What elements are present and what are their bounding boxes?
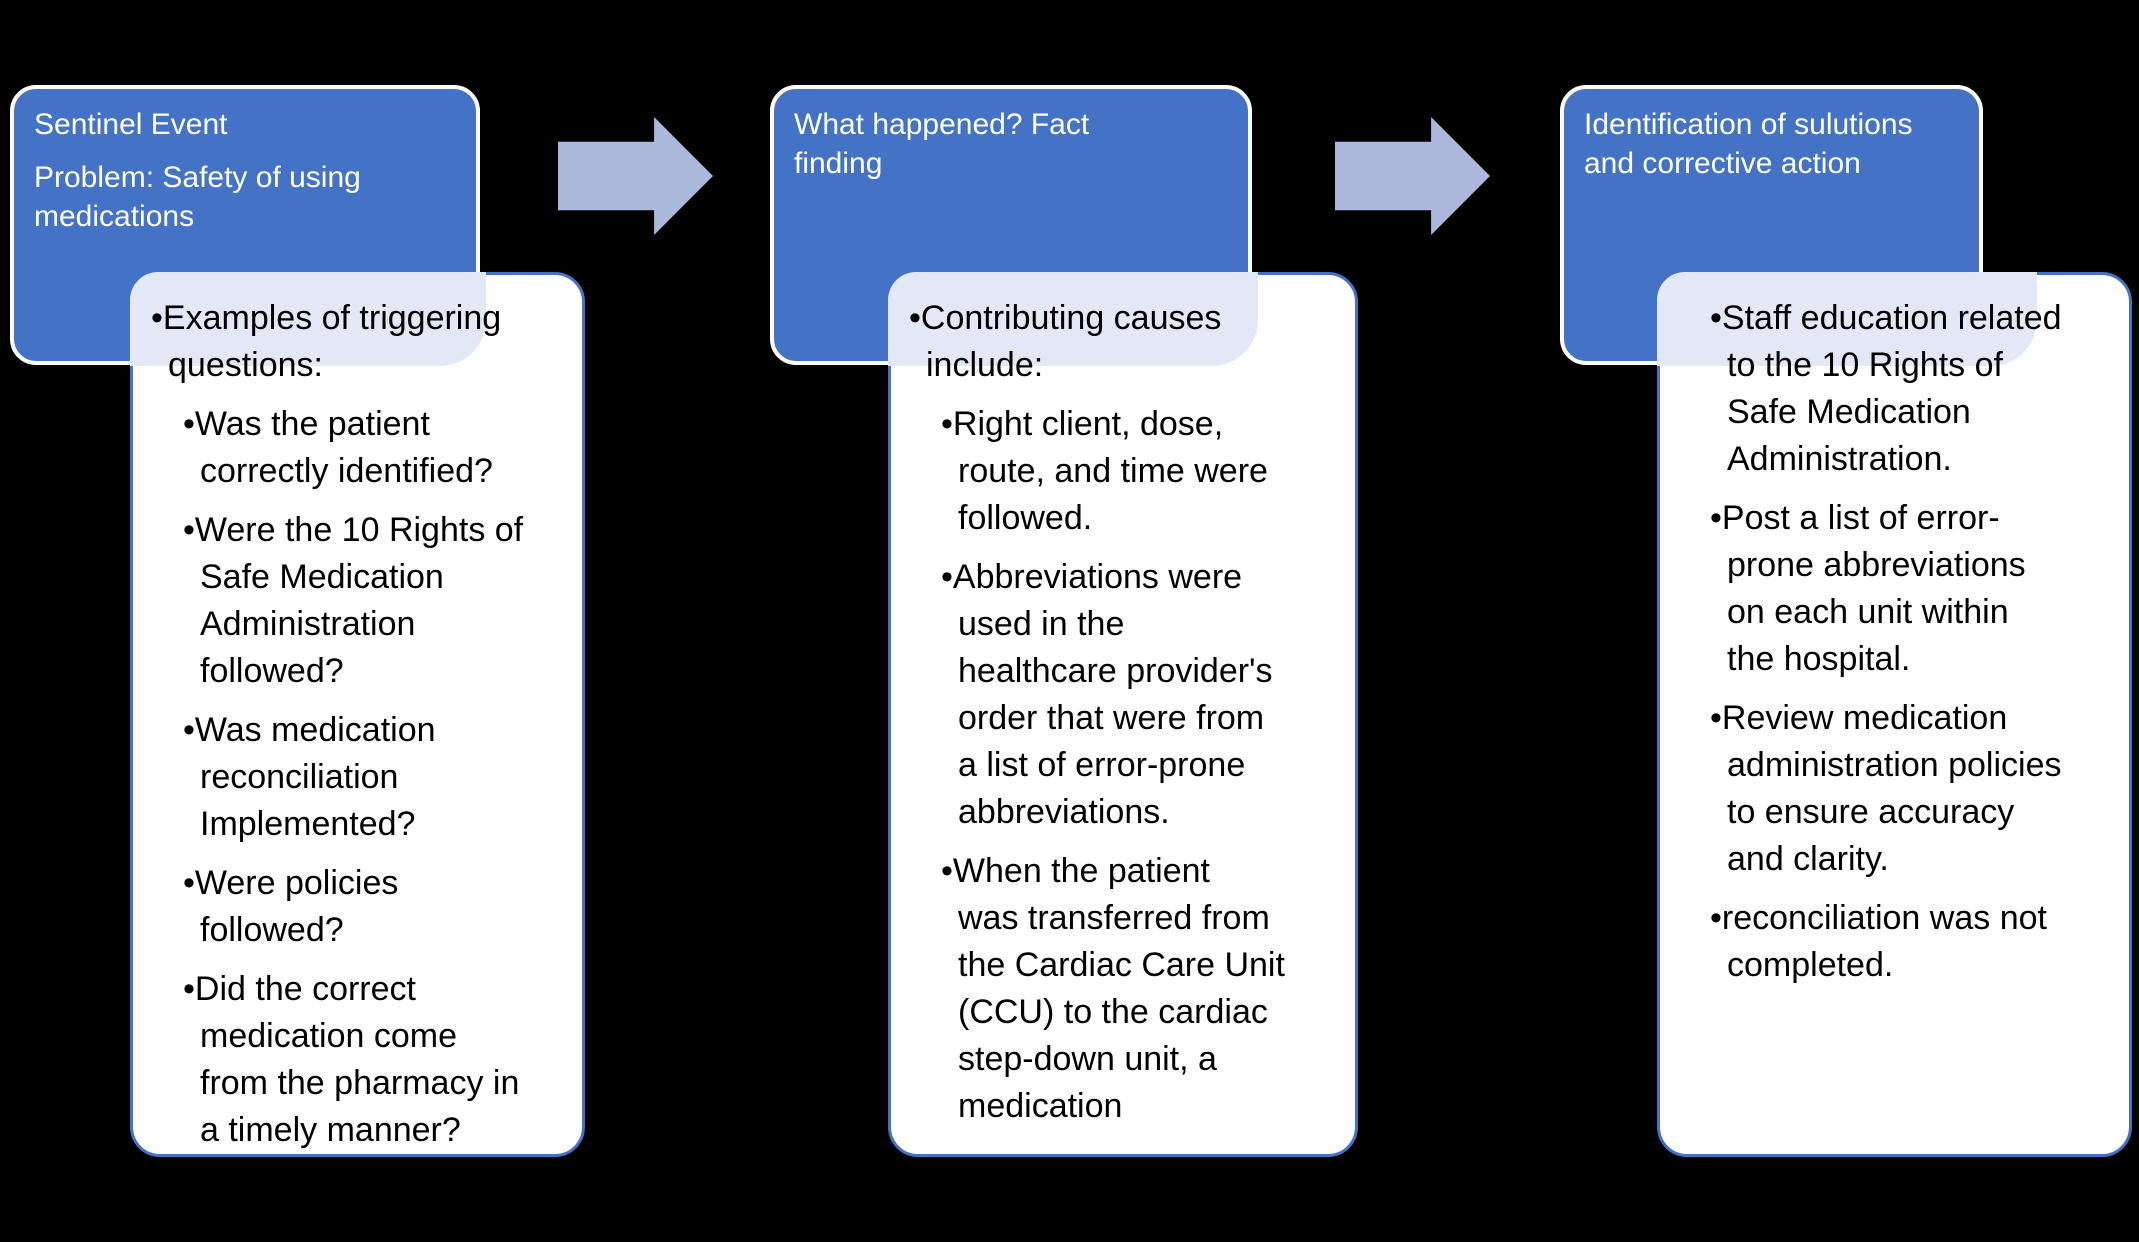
bullet-item: Post a list of error- prone abbreviation…: [1710, 495, 2113, 683]
bullet-item: Review medication administration policie…: [1710, 695, 2113, 883]
stage-header-text: What happened? Fact finding: [794, 108, 1090, 180]
bullet-item: Staff education related to the 10 Rights…: [1710, 295, 2113, 483]
stage-header-sentinel-event: Sentinel Event Problem: Safety of using …: [10, 85, 480, 365]
bullet-list: Staff education related to the 10 Rights…: [1660, 275, 2129, 989]
bullet-list: Contributing causes include: Right client…: [891, 275, 1355, 1130]
bullet-item: Were the 10 Rights of Safe Medication Ad…: [183, 507, 566, 695]
flow-arrow-icon: [558, 117, 713, 235]
bullet-item: When the patient was transferred from th…: [941, 848, 1339, 1130]
stage-header-text: Identification of sulutions and correcti…: [1584, 108, 1913, 180]
bullet-item: Were policies followed?: [183, 860, 566, 954]
stage-header-text: Problem: Safety of using medications: [34, 161, 361, 233]
bullet-item: Right client, dose, route, and time were…: [941, 401, 1339, 542]
bullet-item: Examples of triggering questions:: [151, 295, 566, 389]
bullet-item: Was the patient correctly identified?: [183, 401, 566, 495]
bullet-list: Examples of triggering questions: Was the…: [133, 275, 582, 1154]
stage-details-solutions: Staff education related to the 10 Rights…: [1657, 272, 2132, 1157]
stage-details-fact-finding: Contributing causes include: Right client…: [888, 272, 1358, 1157]
bullet-item: Was medication reconciliation Implemente…: [183, 707, 566, 848]
stage-header-text: Sentinel Event: [34, 108, 228, 141]
stage-details-sentinel-event: Examples of triggering questions: Was the…: [130, 272, 585, 1157]
bullet-item: Abbreviations were used in the healthcar…: [941, 554, 1339, 836]
bullet-item: Did the correct medication come from the…: [183, 966, 566, 1154]
flow-arrow-icon: [1335, 117, 1490, 235]
bullet-item: Contributing causes include:: [909, 295, 1339, 389]
bullet-item: reconciliation was not completed.: [1710, 895, 2113, 989]
